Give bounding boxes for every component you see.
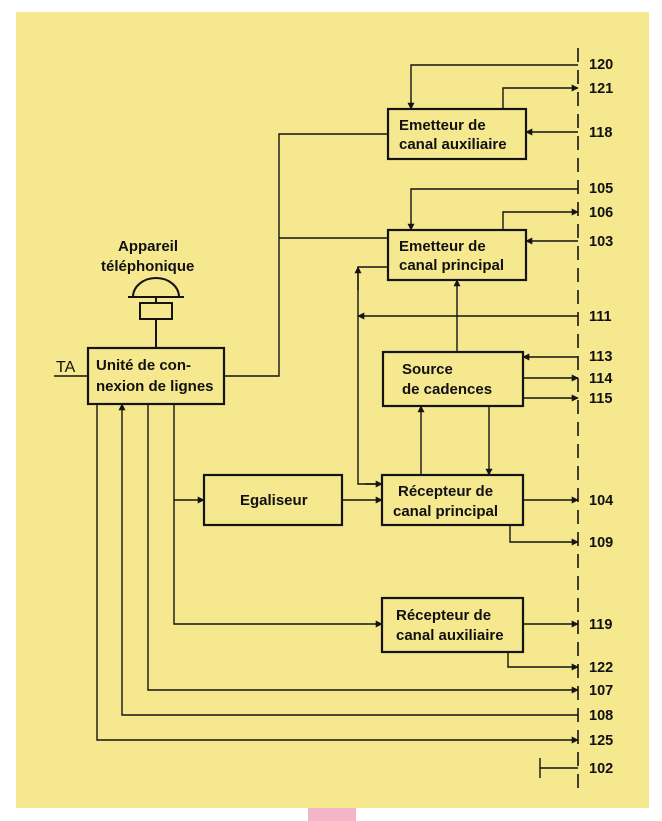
- connector-120: 120: [589, 57, 613, 73]
- connector-106: 106: [589, 205, 613, 221]
- connector-125: 125: [589, 733, 613, 749]
- telephone-icon: [128, 277, 184, 348]
- connector-122: 122: [589, 660, 613, 676]
- connector-118: 118: [589, 125, 612, 141]
- line-106: [502, 208, 579, 230]
- connector-107: 107: [589, 683, 613, 699]
- line-108: [118, 403, 578, 716]
- connector-108: 108: [589, 708, 613, 724]
- line-121: [502, 84, 579, 109]
- emetteur-aux-label: Emetteur de canal auxiliaire: [399, 117, 507, 153]
- connector-109: 109: [589, 535, 613, 551]
- connector-102: 102: [589, 761, 613, 777]
- line-109: [509, 525, 579, 546]
- source-cadences-box: [381, 350, 525, 408]
- line-105: [407, 188, 578, 231]
- pink-mark: [308, 808, 356, 821]
- connector-104: 104: [589, 493, 613, 509]
- line-122: [507, 652, 579, 671]
- unite-to-recepteur-aux-line: [173, 500, 383, 628]
- connector-113: 113: [589, 349, 612, 365]
- telephone-label: Appareil téléphonique: [101, 238, 194, 275]
- connector-105: 105: [589, 181, 613, 197]
- egaliseur-label: Egaliseur: [240, 492, 308, 509]
- connector-114: 114: [589, 371, 612, 387]
- emetteur-principal-label: Emetteur de canal principal: [399, 238, 504, 274]
- unite-connexion-label: Unité de con- nexion de lignes: [96, 357, 214, 395]
- connector-121: 121: [589, 81, 613, 97]
- line-120: [407, 64, 578, 110]
- line-125: [96, 404, 579, 744]
- unite-to-emetteur-aux-line: [224, 133, 388, 377]
- line-107: [147, 404, 579, 694]
- recepteur-principal-label: Récepteur de canal principal: [393, 483, 498, 520]
- connector-103: 103: [589, 234, 613, 250]
- connector-119: 119: [589, 617, 612, 633]
- recepteur-aux-label: Récepteur de canal auxiliaire: [396, 607, 504, 644]
- connector-111: 111: [589, 309, 612, 325]
- ta-label: TA: [56, 359, 76, 376]
- source-cadences-label: Source de cadences: [402, 361, 492, 398]
- connector-115: 115: [589, 391, 612, 407]
